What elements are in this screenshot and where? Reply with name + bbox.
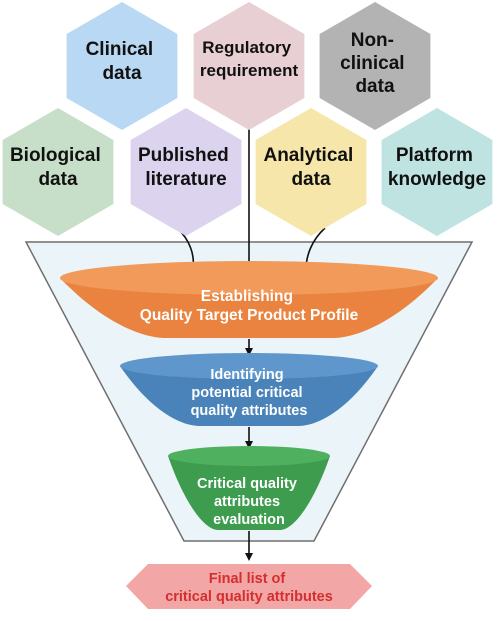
hexagon-shape xyxy=(66,2,178,130)
hex-label-line: Platform xyxy=(396,145,473,166)
funnel-pcqa: Identifying potential critical quality a… xyxy=(120,353,378,426)
hex-label-line: Biological xyxy=(10,145,101,166)
hex-label: Platform knowledge xyxy=(388,145,486,190)
hex-analytical: Analytical data xyxy=(255,108,367,236)
hex-label: Analytical data xyxy=(263,145,358,190)
final-output-line: Final list of xyxy=(209,571,286,587)
hexagon-shape xyxy=(255,108,367,236)
hex-label: Biological data xyxy=(10,145,106,190)
funnel-rim xyxy=(120,353,378,379)
hex-label-line: Regulatory xyxy=(202,38,291,57)
hexagon-shape xyxy=(381,108,493,236)
hex-label-line: Analytical xyxy=(263,145,353,166)
hexagon-shape xyxy=(319,2,431,130)
funnel-label-line: Critical quality xyxy=(197,476,297,492)
hex-label-line: literature xyxy=(145,169,226,190)
final-output-shape xyxy=(126,564,372,609)
hex-label-line: data xyxy=(291,169,331,190)
funnel-body xyxy=(168,456,330,530)
funnel-label-line: Identifying xyxy=(210,367,283,383)
funnel-label: Identifying potential critical quality a… xyxy=(191,367,308,419)
final-output: Final list of critical quality attribute… xyxy=(126,564,372,609)
hex-label: Published literature xyxy=(138,145,234,190)
hex-label: Regulatory requirement xyxy=(200,38,299,80)
hex-label-line: Published xyxy=(138,145,229,166)
hex-regulatory: Regulatory requirement xyxy=(193,2,305,130)
hex-clinical: Clinical data xyxy=(66,2,178,130)
hexagon-shape xyxy=(193,2,305,130)
funnel-cqa: Critical quality attributes evaluation xyxy=(168,446,330,530)
funnel-label: Critical quality attributes evaluation xyxy=(197,476,301,528)
hexagon-shape xyxy=(2,108,114,236)
hex-label-line: clinical xyxy=(340,53,404,74)
final-output-line: critical quality attributes xyxy=(165,589,333,605)
hex-nonclinical: Non- clinical data xyxy=(319,2,431,130)
hexagon-shape xyxy=(130,108,242,236)
hex-label: Non- clinical data xyxy=(340,30,410,97)
funnel-body xyxy=(120,366,378,426)
funnel-label-line: evaluation xyxy=(213,512,285,528)
funnel-rim xyxy=(168,446,330,466)
funnel-label-line: Quality Target Product Profile xyxy=(140,307,359,324)
funnel-label-line: attributes xyxy=(214,494,280,510)
hex-published: Published literature xyxy=(130,108,242,236)
funnel-label: Establishing Quality Target Product Prof… xyxy=(140,288,359,324)
final-output-label: Final list of critical quality attribute… xyxy=(165,571,333,605)
funnel-label-line: potential critical xyxy=(191,385,302,401)
hex-label-line: requirement xyxy=(200,61,299,80)
hex-label-line: data xyxy=(102,63,142,84)
funnel-body xyxy=(60,278,438,338)
hex-label-line: Clinical xyxy=(86,39,154,60)
hex-label: Clinical data xyxy=(86,39,159,84)
hex-label-line: data xyxy=(38,169,78,190)
funnel-qtpp: Establishing Quality Target Product Prof… xyxy=(60,261,438,338)
funnel-label-line: quality attributes xyxy=(191,403,308,419)
hex-label-line: Non- xyxy=(351,30,394,51)
hex-label-line: data xyxy=(355,76,395,97)
funnel-rim xyxy=(60,261,438,295)
hex-biological: Biological data xyxy=(2,108,114,236)
hex-platform: Platform knowledge xyxy=(381,108,493,236)
funnel-label-line: Establishing xyxy=(201,288,293,305)
hex-label-line: knowledge xyxy=(388,169,486,190)
